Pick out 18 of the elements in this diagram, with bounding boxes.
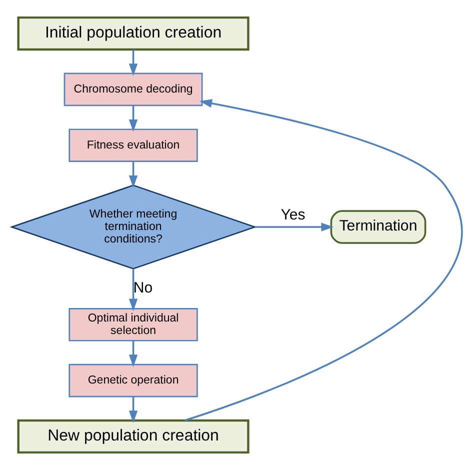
node-box: Optimal individual selection	[68, 308, 198, 341]
arrow	[255, 222, 334, 231]
node-box: New population creation	[17, 418, 250, 454]
node-box: Termination	[330, 210, 426, 244]
node-box: Chromosome decoding	[64, 72, 203, 106]
arrow	[184, 98, 462, 421]
node-box: Genetic operation	[68, 363, 198, 397]
arrow	[128, 161, 138, 188]
arrow	[128, 396, 138, 423]
edge-label: Yes	[280, 206, 306, 224]
node-diamond: Whether meeting termination conditions?	[10, 184, 257, 269]
arrow	[128, 49, 138, 76]
arrow	[128, 340, 138, 367]
arrow	[128, 268, 138, 311]
arrow	[128, 105, 138, 132]
node-box: Initial population creation	[17, 16, 250, 50]
node-box: Fitness evaluation	[68, 128, 198, 162]
edge-label: No	[133, 278, 153, 296]
